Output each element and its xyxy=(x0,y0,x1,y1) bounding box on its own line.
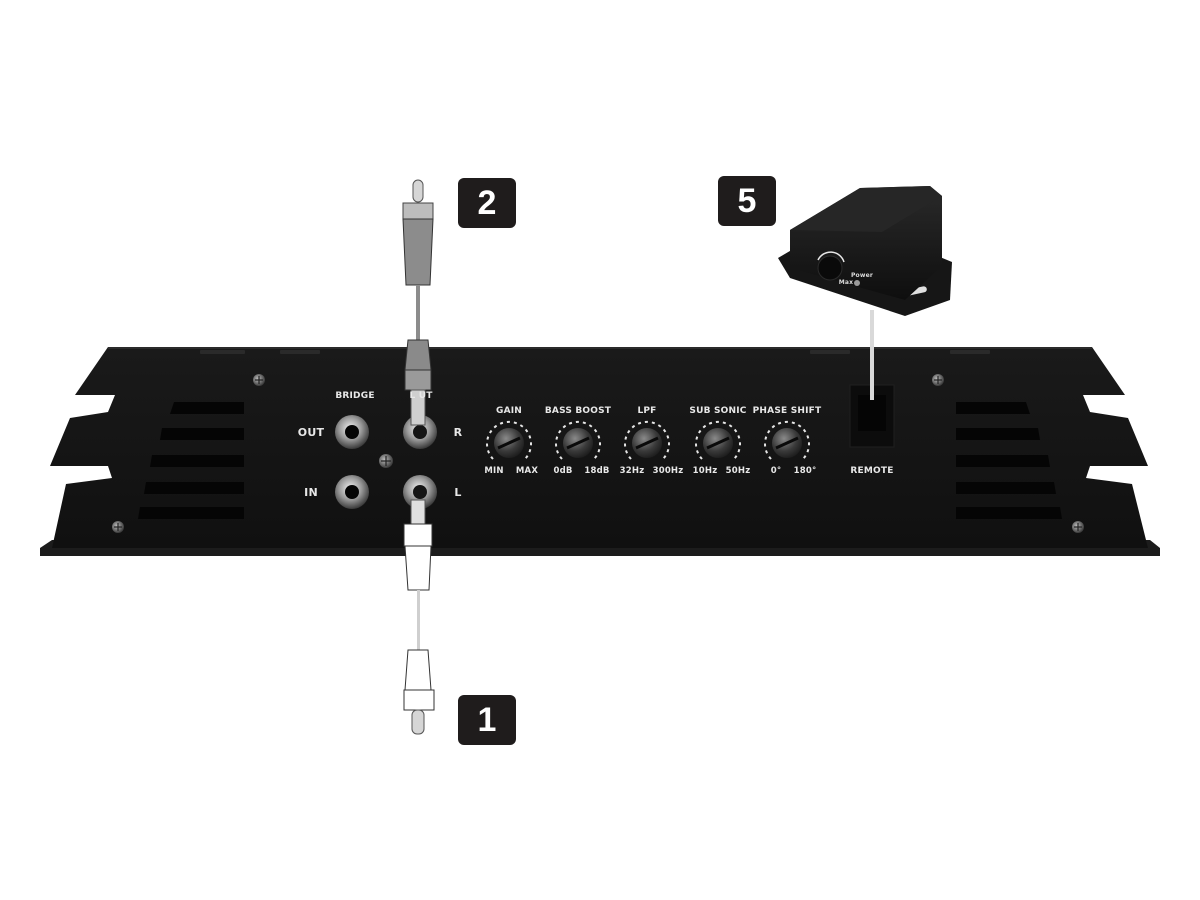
knob-sub-sonic-min: 10Hz xyxy=(692,466,718,476)
knob-lpf-max: 300Hz xyxy=(652,466,684,476)
left-vent xyxy=(138,402,244,519)
callout-badge-5: 5 xyxy=(718,176,776,226)
callout-badge-2: 2 xyxy=(458,178,516,228)
knob-phase-shift-min: 0° xyxy=(770,466,782,476)
callout-badge-1: 1 xyxy=(458,695,516,745)
control-knobs xyxy=(486,420,810,460)
line-out-right-label: R xyxy=(453,426,463,439)
knob-lpf-title: LPF xyxy=(637,406,657,416)
knob-lpf-min: 32Hz xyxy=(619,466,645,476)
knob-sub-sonic-title: SUB SONIC xyxy=(689,406,747,416)
remote-controller xyxy=(778,186,952,316)
line-out-left-label: L xyxy=(454,486,462,499)
knob-sub-sonic-max: 50Hz xyxy=(725,466,751,476)
knob-gain-title: GAIN xyxy=(495,406,523,416)
knob-gain-min: MIN xyxy=(484,466,504,476)
knob-bass-boost-min: 0dB xyxy=(553,466,573,476)
remote-cable xyxy=(870,310,874,400)
line-out-title: L UT xyxy=(409,391,433,401)
bridge-in-label: IN xyxy=(304,486,318,499)
knob-bass-boost-max: 18dB xyxy=(584,466,610,476)
remote-power-label: Power xyxy=(850,272,874,279)
bridge-title: BRIDGE xyxy=(335,391,375,401)
knob-bass-boost-title: BASS BOOST xyxy=(544,406,612,416)
remote-port-label: REMOTE xyxy=(850,466,894,476)
rca-cable-line-out-left xyxy=(403,499,435,735)
rca-cable-line-out-right xyxy=(402,179,434,426)
right-vent xyxy=(956,402,1062,519)
knob-gain-max: MAX xyxy=(515,466,539,476)
remote-max-label: Max xyxy=(838,279,854,286)
knob-phase-shift-max: 180° xyxy=(793,466,817,476)
screw-icons xyxy=(112,374,1084,533)
knob-phase-shift-title: PHASE SHIFT xyxy=(752,406,822,416)
bridge-out-label: OUT xyxy=(297,426,325,439)
